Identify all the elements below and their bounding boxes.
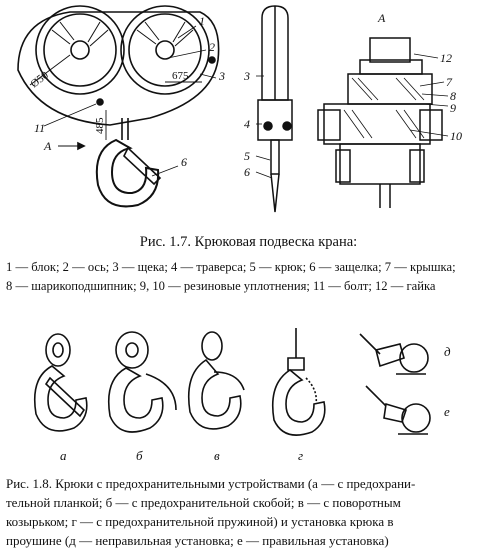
callout-7: 7: [446, 75, 453, 89]
figure-1-8-safety-hooks-drawing: а б в г д е: [33, 328, 451, 463]
callout-10: 10: [450, 129, 462, 143]
caption-line-2: тельной планкой; б — с предохранительной…: [6, 495, 401, 510]
callout-5: 5: [244, 149, 250, 163]
hook-a: [33, 333, 88, 432]
callout-1: 1: [199, 14, 205, 28]
variant-label-a: а: [60, 448, 67, 463]
callout-12: 12: [440, 51, 452, 65]
variant-label-b: б: [136, 448, 143, 463]
hook-v: [187, 331, 245, 430]
side-view: [255, 5, 293, 213]
callout-2: 2: [209, 40, 215, 54]
dim-485: 485: [94, 117, 106, 134]
callout-9: 9: [450, 101, 456, 115]
figure-1-7-caption-title: Рис. 1.7. Крюковая подвеска крана:: [139, 234, 358, 250]
view-mark-a-front: A: [43, 139, 52, 153]
legend-line-1: 1 — блок; 2 — ось; 3 — щека; 4 — траверс…: [6, 260, 456, 274]
caption-line-4: проушине (д — неправильная установка; е …: [6, 533, 389, 548]
callout-3: 3: [218, 69, 225, 83]
callout-8: 8: [450, 89, 456, 103]
figure-1-7-legend: 1 — блок; 2 — ось; 3 — щека; 4 — траверс…: [6, 258, 492, 296]
variant-label-d: д: [444, 344, 451, 359]
sheave-right: [120, 5, 210, 95]
callout-4: 4: [244, 117, 250, 131]
callout-6-front: 6: [181, 155, 187, 169]
hook: [95, 138, 160, 208]
caption-line-3: козырьком; г — с предохранительной пружи…: [6, 514, 394, 529]
view-mark-a-section: A: [377, 11, 386, 25]
variant-label-e: е: [444, 404, 450, 419]
legend-line-2: 8 — шарикоподшипник; 9, 10 — резиновые у…: [6, 279, 436, 293]
variant-label-g: г: [298, 448, 303, 463]
section-view-a: [317, 37, 449, 208]
caption-line-1: Рис. 1.8. Крюки с предохранительными уст…: [6, 476, 416, 491]
sheave-left: [35, 5, 125, 95]
callout-3-side: 3: [243, 69, 250, 83]
installation-wrong-d: [359, 333, 429, 375]
figure-1-8-caption: Рис. 1.8. Крюки с предохранительными уст…: [6, 474, 492, 550]
hook-g: [271, 328, 326, 436]
latch: [123, 146, 162, 186]
variant-label-v: в: [214, 448, 220, 463]
front-view: [17, 5, 220, 208]
dim-675: 675: [172, 70, 189, 82]
callout-11: 11: [34, 121, 45, 135]
callout-6-side: 6: [244, 165, 250, 179]
figure-1-7-hook-block-drawing: Ø50 675 485 1 2 3 11 6 A 3 4 5 6: [17, 5, 462, 213]
installation-correct-e: [365, 385, 431, 435]
hook-b: [107, 331, 177, 433]
